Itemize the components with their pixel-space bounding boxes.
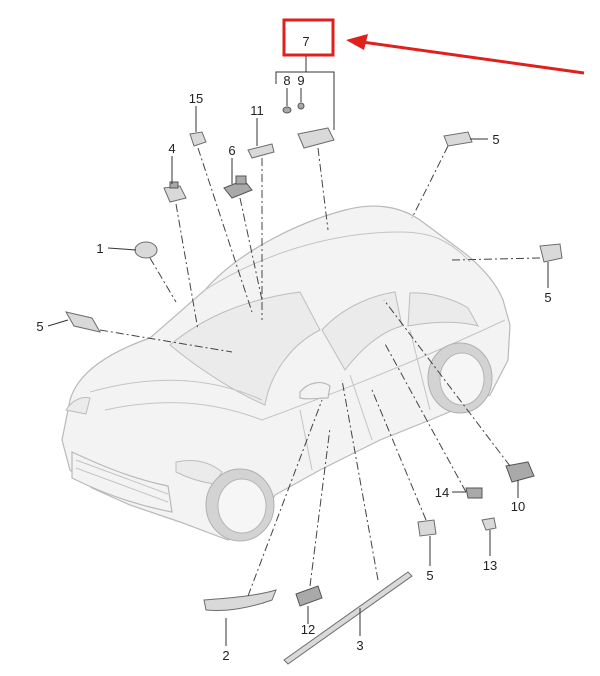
part-10-shape	[505, 461, 535, 483]
part-5-lower-shape	[417, 519, 437, 537]
highlight-callout-7	[282, 18, 585, 75]
callout-12: 12	[301, 622, 315, 637]
callout-4: 4	[168, 141, 175, 156]
solid-leader-lines	[47, 54, 549, 646]
part-shapes	[64, 102, 563, 665]
highlight-arrow-shaft	[361, 40, 585, 75]
part-8-shape	[282, 106, 292, 114]
part-1-shape	[134, 241, 158, 259]
callout-14: 14	[435, 485, 449, 500]
part-13-shape	[481, 517, 497, 531]
highlight-box	[282, 18, 335, 57]
part-14-shape	[465, 487, 483, 499]
part-3-shape	[283, 571, 413, 665]
part-5-right-shape	[539, 243, 563, 263]
part-12-shape	[295, 585, 323, 607]
callout-7: 7	[302, 34, 309, 49]
part-5-left-shape	[64, 311, 102, 333]
part-4-cap	[169, 181, 179, 189]
callout-2: 2	[222, 648, 229, 663]
part-15-shape	[189, 131, 207, 147]
part-2-shape	[203, 589, 277, 611]
part-6-plug	[235, 175, 247, 185]
callout-3: 3	[356, 638, 363, 653]
callout-9: 9	[297, 73, 304, 88]
dashed-leader-lines	[99, 145, 541, 597]
vehicle-illustration	[61, 205, 511, 542]
part-5-upper-right-shape	[443, 131, 473, 147]
callout-11: 11	[250, 103, 264, 118]
callout-13: 13	[483, 558, 497, 573]
highlight-arrow-head	[346, 34, 368, 50]
callout-15: 15	[189, 91, 203, 106]
callout-1: 1	[96, 241, 103, 256]
part-7-shape	[297, 127, 335, 149]
callout-labels: 7 8 9 15 11 4 6 5 1 5 5 14 10 13 5 12 3 …	[36, 34, 551, 663]
callout-6: 6	[228, 143, 235, 158]
part-9-shape	[297, 102, 305, 110]
callout-8: 8	[283, 73, 290, 88]
part-11-shape	[247, 143, 275, 159]
callout-5-upper-right: 5	[492, 132, 499, 147]
callout-10: 10	[511, 499, 525, 514]
callout-5-left: 5	[36, 319, 43, 334]
callout-5-right: 5	[544, 290, 551, 305]
callout-5-lower: 5	[426, 568, 433, 583]
